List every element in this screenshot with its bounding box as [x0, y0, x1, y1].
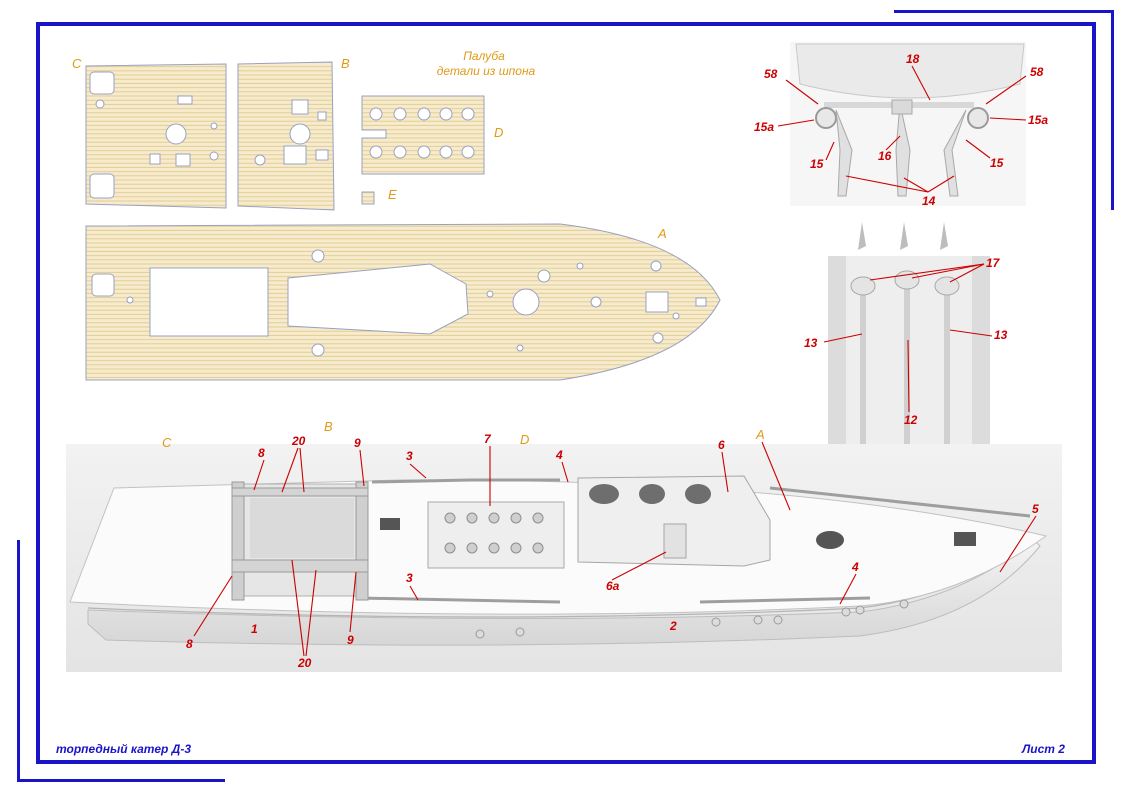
hull-bottom-render	[828, 222, 990, 452]
frame-right-line	[1111, 10, 1114, 210]
drawing-sheet-border	[36, 22, 1096, 764]
deck-title-line1: Палуба	[463, 49, 505, 63]
deck-part-a	[85, 223, 721, 381]
label-3-bottom: 3	[406, 571, 413, 585]
label-1: 1	[251, 622, 258, 636]
hull-bottom-labels: 17 13 13 12	[804, 256, 1008, 427]
label-20-bottom: 20	[297, 656, 312, 670]
label-3-top: 3	[406, 449, 413, 463]
label-18: 18	[906, 52, 920, 66]
deck-part-b	[237, 61, 335, 211]
label-15a-left: 15a	[754, 120, 774, 134]
label-render-c: C	[162, 435, 172, 450]
label-9-top: 9	[354, 436, 361, 450]
deck-part-d	[361, 95, 485, 175]
label-6a: 6a	[606, 579, 620, 593]
label-4-top: 4	[555, 448, 563, 462]
frame-bottom-left-line	[17, 779, 225, 782]
label-render-a: A	[755, 427, 765, 442]
label-render-b: B	[324, 419, 333, 434]
deck-part-c	[85, 63, 227, 209]
label-15-right: 15	[990, 156, 1004, 170]
frame-top-right-line	[894, 10, 1114, 13]
label-9-bottom: 9	[347, 633, 354, 647]
label-17: 17	[986, 256, 1001, 270]
deck-part-e	[361, 191, 375, 205]
label-12: 12	[904, 413, 918, 427]
label-14: 14	[922, 194, 936, 208]
boat-render-labels: C B D A 8 20 9 3 7 4 6 5 3 6a 4 8 1 20 9…	[162, 419, 1039, 670]
stern-detail-render	[790, 42, 1026, 206]
label-15a-right: 15a	[1028, 113, 1048, 127]
label-7: 7	[484, 432, 492, 446]
label-5: 5	[1032, 502, 1039, 516]
label-58-right: 58	[1030, 65, 1044, 79]
label-6: 6	[718, 438, 725, 452]
label-58-left: 58	[764, 67, 778, 81]
footer-title: торпедный катер Д-3	[56, 742, 191, 756]
label-render-d: D	[520, 432, 529, 447]
label-part-c: C	[72, 56, 82, 71]
label-16: 16	[878, 149, 892, 163]
label-part-a: A	[657, 226, 667, 241]
stern-detail-labels: 58 58 18 15a 15a 15 15 16 14	[754, 52, 1048, 208]
label-8-top: 8	[258, 446, 265, 460]
label-part-d: D	[494, 125, 503, 140]
footer-sheet-number: Лист 2	[1022, 742, 1065, 756]
deck-title-line2: детали из шпона	[437, 64, 536, 78]
label-13-right: 13	[994, 328, 1008, 342]
label-part-e: E	[388, 187, 397, 202]
label-4-bottom: 4	[851, 560, 859, 574]
label-part-b: B	[341, 56, 350, 71]
frame-left-line	[17, 540, 20, 782]
label-20-top: 20	[291, 434, 306, 448]
label-8-bottom: 8	[186, 637, 193, 651]
label-13-left: 13	[804, 336, 818, 350]
label-2: 2	[669, 619, 677, 633]
boat-render	[66, 444, 1062, 672]
label-15-left: 15	[810, 157, 824, 171]
